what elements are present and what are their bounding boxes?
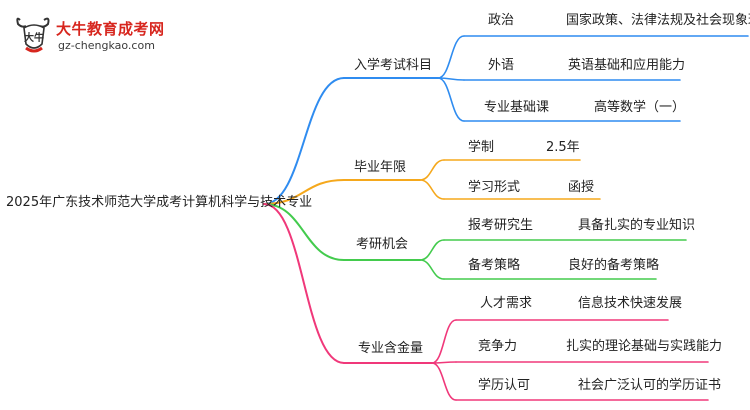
child-label[interactable]: 人才需求 (480, 296, 533, 311)
child-label[interactable]: 专业基础课 (484, 100, 550, 115)
child-connector (437, 35, 465, 79)
bull-logo-icon: 大牛 (16, 17, 50, 53)
child-value[interactable]: 信息技术快速发展 (578, 296, 683, 311)
child-label[interactable]: 政治 (488, 13, 515, 28)
child-connector (419, 159, 445, 181)
child-value[interactable]: 扎实的理论基础与实践能力 (566, 339, 723, 354)
child-value[interactable]: 高等数学（一） (594, 100, 686, 115)
child-label[interactable]: 报考研究生 (468, 218, 534, 233)
child-value[interactable]: 2.5年 (546, 140, 580, 155)
child-value[interactable]: 英语基础和应用能力 (568, 58, 686, 73)
child-label[interactable]: 竞争力 (478, 339, 518, 354)
child-value[interactable]: 函授 (568, 180, 595, 195)
child-connector (419, 179, 445, 200)
child-value[interactable]: 具备扎实的专业知识 (578, 218, 696, 233)
child-connector (431, 362, 457, 401)
branch-connector (263, 203, 345, 364)
branch-connector (263, 203, 345, 261)
child-label[interactable]: 学习形式 (468, 180, 521, 195)
branch-label[interactable]: 毕业年限 (354, 160, 407, 175)
logo-title: 大牛教育成考网 (56, 20, 165, 38)
branch-connector (263, 179, 345, 205)
child-label[interactable]: 外语 (488, 58, 515, 73)
branch-label[interactable]: 专业含金量 (358, 341, 424, 356)
branch-label[interactable]: 考研机会 (356, 237, 409, 252)
logo-url: gz-chengkao.com (58, 39, 155, 52)
child-value[interactable]: 良好的备考策略 (568, 258, 660, 273)
child-label[interactable]: 学历认可 (478, 378, 531, 393)
child-connector (437, 77, 465, 122)
child-connector (431, 319, 457, 364)
child-label[interactable]: 备考策略 (468, 258, 521, 273)
child-value[interactable]: 社会广泛认可的学历证书 (578, 378, 722, 393)
child-value[interactable]: 国家政策、法律法规及社会现象理解 (566, 13, 750, 28)
branch-connector (263, 77, 345, 205)
child-connector (419, 259, 445, 280)
logo-mark-text: 大牛 (24, 31, 44, 44)
branch-label[interactable]: 入学考试科目 (354, 58, 433, 73)
child-connector (419, 239, 445, 261)
site-logo[interactable]: 大牛 大牛教育成考网 gz-chengkao.com (14, 14, 164, 56)
child-label[interactable]: 学制 (468, 140, 495, 155)
root-topic[interactable]: 2025年广东技术师范大学成考计算机科学与技术专业 (6, 195, 313, 210)
